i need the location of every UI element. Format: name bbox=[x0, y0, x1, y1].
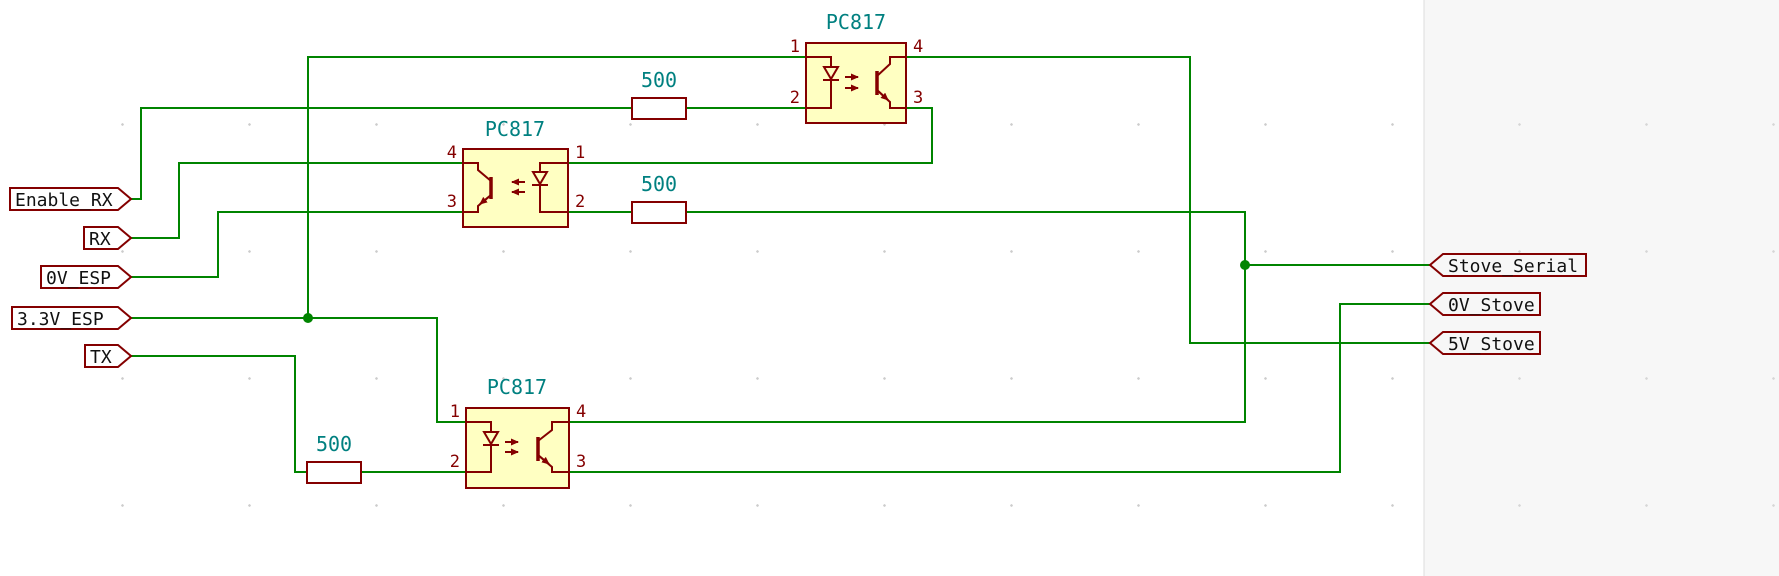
resistor-body bbox=[631, 201, 687, 224]
led-triangle bbox=[482, 431, 500, 446]
net-label-text: Stove_Serial bbox=[1448, 256, 1578, 277]
net-label-text: 5V_Stove bbox=[1448, 334, 1535, 355]
pin-number: 1 bbox=[450, 402, 460, 422]
net-label-shape bbox=[1428, 292, 1541, 316]
component-value: PC817 bbox=[485, 117, 545, 141]
wire-tx-to-r3[interactable] bbox=[131, 355, 307, 473]
optocoupler-2[interactable]: PC817 4 3 1 2 bbox=[447, 117, 586, 228]
pin-number: 3 bbox=[576, 452, 586, 472]
led-triangle bbox=[531, 171, 549, 186]
pin-number: 3 bbox=[913, 88, 923, 108]
net-label-shape bbox=[11, 306, 133, 330]
pin-number: 1 bbox=[790, 37, 800, 57]
wire-opto2-pin1-to-opto1-pin3[interactable] bbox=[568, 107, 933, 164]
wire-junction[interactable] bbox=[303, 313, 313, 323]
wire-3v3-esp-to-opto1-pin1[interactable] bbox=[307, 56, 806, 318]
resistor-body bbox=[306, 461, 362, 484]
wire-r2-to-opto3-pin4[interactable] bbox=[569, 211, 1246, 423]
net-label-rx[interactable]: RX bbox=[83, 226, 133, 250]
led-cathode-line bbox=[806, 80, 832, 109]
net-label-text: 0V_Stove bbox=[1448, 295, 1535, 316]
pin-number: 2 bbox=[450, 452, 460, 472]
wire-junction[interactable] bbox=[1240, 260, 1250, 270]
led-anode-line bbox=[466, 421, 492, 432]
net-label-3v3-esp[interactable]: 3.3V_ESP bbox=[11, 306, 133, 330]
component-value: PC817 bbox=[826, 10, 886, 34]
pin-number: 4 bbox=[576, 402, 586, 422]
wire-3v3-esp-to-opto3-pin1[interactable] bbox=[131, 317, 466, 423]
resistor-value: 500 bbox=[641, 68, 677, 92]
net-label-0v-stove[interactable]: 0V_Stove bbox=[1428, 292, 1541, 316]
emitter-arrow-icon bbox=[876, 89, 889, 101]
led-cathode-line bbox=[466, 445, 492, 473]
net-label-text: 0V_ESP bbox=[46, 268, 111, 289]
net-label-shape bbox=[84, 344, 133, 368]
pin-number: 3 bbox=[447, 192, 457, 212]
sheet-outside-area bbox=[1424, 0, 1779, 576]
emitter-arrow-icon bbox=[537, 454, 550, 465]
resistor-2[interactable]: 500 bbox=[631, 172, 687, 224]
pin-number: 4 bbox=[913, 37, 923, 57]
net-label-shape bbox=[9, 187, 133, 211]
net-label-0v-esp[interactable]: 0V_ESP bbox=[40, 265, 133, 289]
net-label-shape bbox=[83, 226, 133, 250]
net-label-shape bbox=[40, 265, 133, 289]
net-label-text: TX bbox=[90, 347, 112, 368]
resistor-3[interactable]: 500 bbox=[306, 432, 362, 484]
resistor-body bbox=[631, 97, 687, 120]
wire-0v-esp-to-opto2-pin3[interactable] bbox=[131, 211, 463, 278]
led-cathode-line bbox=[539, 185, 568, 213]
component-value: PC817 bbox=[487, 375, 547, 399]
pin-number: 4 bbox=[447, 143, 457, 163]
led-triangle bbox=[822, 66, 840, 81]
optocoupler-body bbox=[805, 42, 907, 124]
net-label-shape bbox=[1428, 331, 1541, 355]
net-label-shape bbox=[1428, 253, 1587, 277]
led-anode-line bbox=[806, 56, 832, 67]
wire-opto3-pin3-to-0v-stove[interactable] bbox=[569, 303, 1430, 473]
net-label-5v-stove[interactable]: 5V_Stove bbox=[1428, 331, 1541, 355]
wire-enable-rx-to-r1[interactable] bbox=[131, 107, 632, 200]
optocoupler-body bbox=[462, 148, 569, 228]
optocoupler-1[interactable]: PC817 1 2 4 3 bbox=[790, 10, 924, 124]
net-label-text: Enable_RX bbox=[15, 190, 113, 211]
net-label-text: RX bbox=[89, 229, 111, 250]
transistor-collector bbox=[537, 421, 569, 442]
resistor-value: 500 bbox=[641, 172, 677, 196]
net-label-text: 3.3V_ESP bbox=[17, 309, 104, 330]
net-label-stove-serial[interactable]: Stove_Serial bbox=[1428, 253, 1587, 277]
net-label-tx[interactable]: TX bbox=[84, 344, 133, 368]
wire-rx-to-opto2-pin4[interactable] bbox=[131, 162, 463, 239]
pin-number: 1 bbox=[575, 143, 585, 163]
wires bbox=[131, 56, 1430, 473]
emitter-arrow-icon bbox=[479, 194, 492, 205]
led-anode-line bbox=[539, 162, 568, 172]
net-label-enable-rx[interactable]: Enable_RX bbox=[9, 187, 133, 211]
transistor-collector bbox=[876, 56, 906, 77]
optocoupler-3[interactable]: PC817 1 2 4 3 bbox=[450, 375, 587, 489]
optocoupler-body bbox=[465, 407, 570, 489]
transistor-collector bbox=[463, 162, 492, 182]
pin-number: 2 bbox=[575, 192, 585, 212]
resistor-value: 500 bbox=[316, 432, 352, 456]
resistor-1[interactable]: 500 bbox=[631, 68, 687, 120]
wire-opto1-pin4-to-5v-stove[interactable] bbox=[906, 56, 1430, 344]
pin-number: 2 bbox=[790, 88, 800, 108]
